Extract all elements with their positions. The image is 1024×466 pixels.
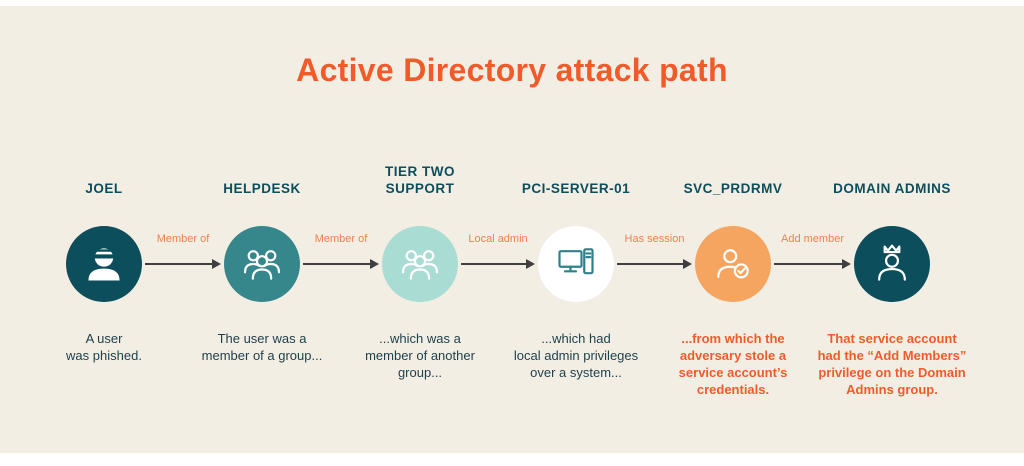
arrow-label: Has session — [624, 233, 685, 245]
node-description: That service account had the “Add Member… — [817, 331, 967, 398]
group-icon — [240, 242, 284, 286]
phished-user-icon — [82, 242, 126, 286]
arrow-label: Local admin — [468, 233, 528, 245]
node-label: TIER TWO SUPPORT — [385, 164, 455, 197]
node-joel: JOEL A user was phished. — [24, 158, 184, 364]
arrow-line — [145, 263, 213, 265]
admin-crown-icon — [870, 242, 914, 286]
arrow-head-icon — [370, 259, 379, 269]
arrow-line — [303, 263, 371, 265]
node-circle — [538, 226, 614, 302]
page-title: Active Directory attack path — [296, 52, 728, 88]
node-label: SVC_PRDRMV — [683, 181, 783, 197]
bottom-margin — [0, 453, 1024, 466]
node-label: JOEL — [85, 181, 123, 197]
arrow-head-icon — [683, 259, 692, 269]
arrow-member-of-1: Member of — [145, 233, 221, 269]
node-circle — [695, 226, 771, 302]
arrow-has-session: Has session — [617, 233, 692, 269]
arrow-member-of-2: Member of — [303, 233, 379, 269]
node-circle — [66, 226, 142, 302]
arrow-line — [774, 263, 843, 265]
arrow-head-icon — [842, 259, 851, 269]
node-pci-server-01: PCI-SERVER-01 ...which had local admin p… — [496, 158, 656, 381]
service-account-check-icon — [711, 242, 755, 286]
node-tier-two-support: TIER TWO SUPPORT ...which was a member o… — [340, 158, 500, 381]
node-circle — [382, 226, 458, 302]
arrow-line — [461, 263, 527, 265]
group-icon — [398, 242, 442, 286]
node-circle — [854, 226, 930, 302]
node-helpdesk: HELPDESK The user was a member of a grou… — [182, 158, 342, 364]
arrow-head-icon — [212, 259, 221, 269]
node-circle — [224, 226, 300, 302]
arrow-local-admin: Local admin — [461, 233, 535, 269]
node-label: PCI-SERVER-01 — [521, 181, 631, 197]
arrow-label: Add member — [781, 233, 844, 245]
arrow-label: Member of — [314, 233, 368, 245]
top-margin — [0, 0, 1024, 6]
arrow-label: Member of — [156, 233, 210, 245]
node-description: ...which had local admin privileges over… — [513, 331, 639, 381]
node-svc-prdrmv: SVC_PRDRMV ...from which the adversary s… — [653, 158, 813, 399]
node-label: HELPDESK — [223, 181, 301, 197]
node-description: A user was phished. — [66, 331, 142, 364]
node-label: DOMAIN ADMINS — [833, 181, 951, 197]
computer-icon — [554, 242, 598, 286]
node-description: ...which was a member of another group..… — [365, 331, 475, 381]
node-description: The user was a member of a group... — [201, 331, 323, 364]
arrow-head-icon — [526, 259, 535, 269]
node-domain-admins: DOMAIN ADMINS That service account had t… — [812, 158, 972, 399]
arrow-add-member: Add member — [774, 233, 851, 269]
node-description: ...from which the adversary stole a serv… — [678, 331, 788, 398]
arrow-line — [617, 263, 684, 265]
